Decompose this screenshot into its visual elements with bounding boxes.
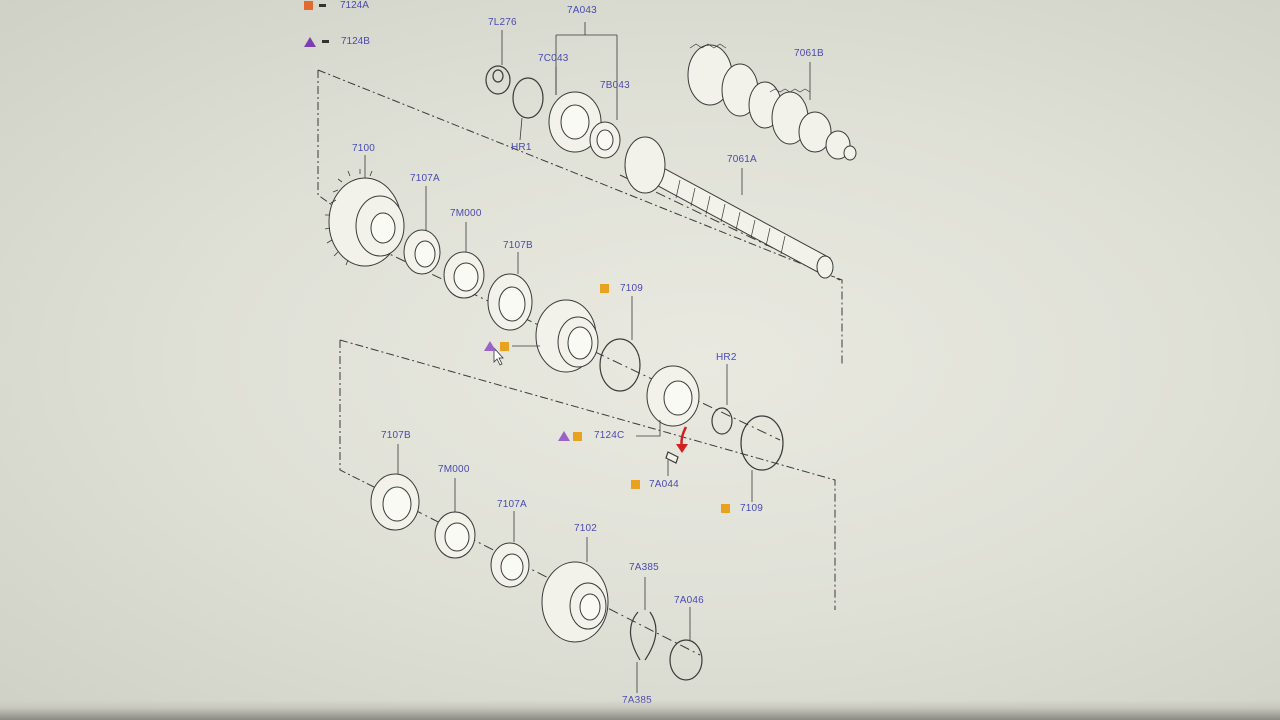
- part-label-7M000-bottom[interactable]: 7M000: [438, 464, 470, 475]
- synchro-hub-7124C: [646, 365, 700, 427]
- part-label-7C043[interactable]: 7C043: [538, 53, 569, 64]
- part-label-7M000-top[interactable]: 7M000: [450, 208, 482, 219]
- part-label-7107B-top[interactable]: 7107B: [503, 240, 533, 251]
- snap-ring-7109-bottom: [740, 415, 784, 471]
- bearing-7A043: [548, 91, 621, 159]
- orange-square-icon: [631, 480, 640, 489]
- orange-square-icon: [573, 432, 582, 441]
- half-ring-7A385: [629, 611, 641, 661]
- part-label-7100[interactable]: 7100: [352, 143, 376, 154]
- frame-line: [339, 340, 381, 491]
- axis-line: [359, 239, 781, 441]
- legend-label: 7124B: [341, 36, 370, 47]
- orange-square-icon: [500, 342, 509, 351]
- legend-label: 7124A: [340, 0, 369, 11]
- part-label-7109-bottom[interactable]: 7109: [740, 503, 764, 514]
- key-7A044: [665, 451, 679, 464]
- orange-square-icon: [721, 504, 730, 513]
- part-label-7B043[interactable]: 7B043: [600, 80, 630, 91]
- part-label-7102[interactable]: 7102: [574, 523, 598, 534]
- part-label-7107A-bottom[interactable]: 7107A: [497, 499, 527, 510]
- monitor-bezel: [0, 700, 1280, 720]
- part-label-HR1[interactable]: HR1: [511, 142, 532, 153]
- frame-line: [317, 70, 333, 206]
- snap-ring-7109-top: [599, 338, 641, 392]
- snap-ring-HR1: [512, 77, 544, 119]
- purple-triangle-icon: [558, 431, 570, 441]
- part-label-7124C[interactable]: 7124C: [594, 430, 625, 441]
- part-label-7109-top[interactable]: 7109: [620, 283, 644, 294]
- part-label-7A043[interactable]: 7A043: [567, 5, 597, 16]
- frame-line: [317, 69, 843, 365]
- legend-item-7124A: 7124A: [304, 0, 369, 11]
- orange-square-icon: [600, 284, 609, 293]
- shaft-7061A: [624, 136, 834, 279]
- part-label-7061B[interactable]: 7061B: [794, 48, 824, 59]
- purple-triangle-icon: [304, 36, 316, 47]
- dash-icon: [319, 4, 326, 7]
- part-label-7107A-top[interactable]: 7107A: [410, 173, 440, 184]
- gear-7100: [328, 177, 405, 267]
- gear-cluster-7061B: [687, 44, 857, 161]
- thrust-washer-7A046: [669, 639, 703, 681]
- part-label-7A385-top[interactable]: 7A385: [629, 562, 659, 573]
- legend-item-7124B: 7124B: [304, 36, 370, 47]
- washer-7L276: [485, 65, 511, 95]
- axis-line: [394, 499, 701, 656]
- part-label-7L276[interactable]: 7L276: [488, 17, 517, 28]
- part-label-7A046[interactable]: 7A046: [674, 595, 704, 606]
- cursor-arrow-icon: [493, 346, 504, 366]
- part-label-7A044[interactable]: 7A044: [649, 479, 679, 490]
- part-label-HR2[interactable]: HR2: [716, 352, 737, 363]
- snap-ring-HR2: [711, 407, 733, 435]
- part-label-7061A[interactable]: 7061A: [727, 154, 757, 165]
- purple-triangle-icon: [484, 341, 496, 351]
- dash-icon: [322, 40, 329, 43]
- frame-line: [339, 339, 836, 610]
- orange-square-icon: [304, 1, 313, 10]
- part-label-7107B-bottom[interactable]: 7107B: [381, 430, 411, 441]
